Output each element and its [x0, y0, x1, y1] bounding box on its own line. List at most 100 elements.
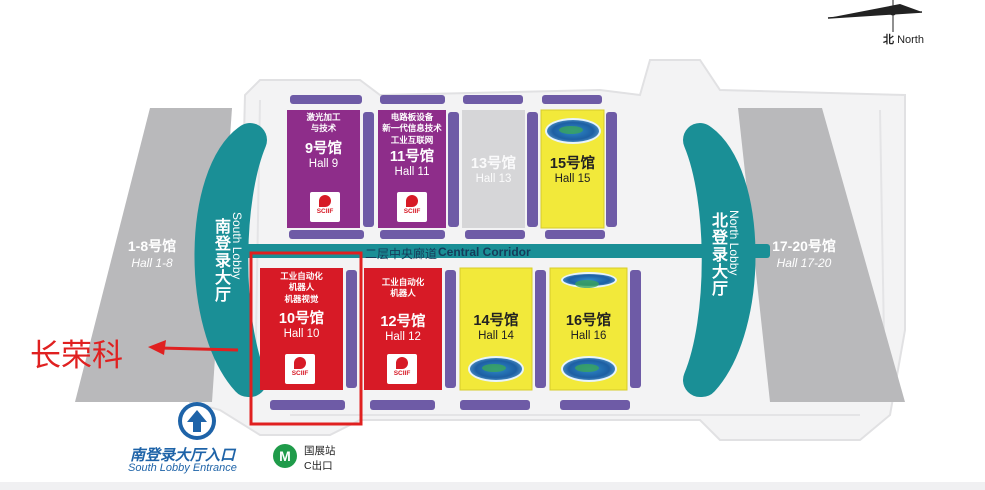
pillar: [606, 112, 617, 227]
hall-12-desc-2: 机器人: [390, 288, 416, 299]
metro-station-name: 国展站: [304, 445, 336, 457]
north-label: 北 North: [883, 31, 924, 47]
hall-17-20-cn: 17-20号馆: [772, 238, 836, 254]
pillar: [445, 270, 456, 388]
pillar: [545, 230, 605, 239]
hall-1-8-label: 1-8号馆 Hall 1-8: [112, 236, 192, 270]
south-lobby-shape: [194, 123, 267, 397]
hall-9-desc-2: 与技术: [310, 123, 337, 134]
globe-logo-icon: [545, 118, 601, 144]
hall-10-en: Hall 10: [283, 328, 320, 341]
hall-10-highlight-box: [249, 251, 363, 426]
pillar: [380, 230, 445, 239]
hall-17-20-block: [738, 108, 905, 402]
pillar: [630, 270, 641, 388]
north-lobby-en: North Lobby: [727, 210, 741, 276]
pillar: [463, 95, 523, 104]
hall-16-label[interactable]: 16号馆 Hall 16: [550, 313, 627, 343]
hall-10-desc-1: 工业自动化: [280, 271, 323, 281]
central-corridor: [230, 244, 770, 258]
pillar: [527, 112, 538, 227]
hall-10-desc-2: 机器人: [288, 282, 315, 293]
hall-12-desc-1: 工业自动化: [381, 277, 425, 287]
scif-mark-icon: [294, 357, 306, 369]
marker-label: 长荣科: [30, 338, 123, 373]
hall-13-label[interactable]: 13号馆 Hall 13: [462, 156, 525, 186]
hall-17-20-label: 17-20号馆 Hall 17-20: [758, 236, 850, 270]
globe-logo-icon: [561, 272, 617, 288]
hall-15-en: Hall 15: [554, 172, 591, 185]
hall-16-en: Hall 16: [570, 329, 607, 342]
hall-13-cn: 13号馆: [470, 156, 517, 172]
hall-11-label[interactable]: 电路板设备 新一代信息技术 工业互联网 11号馆 Hall 11: [378, 112, 446, 179]
scif-badge-text: SCIIF: [316, 208, 334, 215]
scif-badge-text: SCIIF: [393, 370, 411, 377]
hall-9-label[interactable]: 激光加工 与技术 9号馆 Hall 9: [287, 112, 360, 171]
hall-1-8-cn: 1-8号馆: [127, 238, 177, 254]
hall-14-en: Hall 14: [478, 329, 514, 342]
pillar: [346, 270, 357, 388]
scif-logo-icon: SCIIF: [310, 192, 340, 222]
hall-9-en: Hall 9: [308, 157, 339, 170]
hall-13-en: Hall 13: [475, 172, 512, 185]
hall-10-cn: 10号馆: [278, 311, 325, 328]
pillar: [380, 95, 445, 104]
south-lobby-en: South Lobby: [230, 212, 244, 280]
hall-1-8-en: Hall 1-8: [131, 256, 173, 270]
pillar: [448, 112, 459, 227]
pillar: [370, 400, 435, 410]
hall-10-desc-3: 机器视觉: [284, 293, 319, 304]
hall-14-cn: 14号馆: [473, 313, 519, 329]
globe-logo-icon: [468, 356, 524, 382]
north-label-cn: 北: [883, 34, 894, 46]
corridor-label-cn: 二层中央廊道: [365, 247, 438, 261]
north-lobby-shape: [683, 123, 756, 397]
north-lobby-cn: 北登录大厅: [709, 212, 726, 297]
metro-icon: M: [273, 444, 297, 468]
entrance-label-en: South Lobby Entrance: [128, 462, 237, 474]
north-label-en: North: [897, 34, 924, 46]
north-arrow-icon: [827, 0, 923, 32]
pillar: [290, 95, 362, 104]
hall-15-label[interactable]: 15号馆 Hall 15: [541, 156, 604, 186]
south-lobby-cn: 南登录大厅: [212, 218, 229, 303]
globe-logo-icon: [561, 356, 617, 382]
footer-divider: [0, 482, 985, 490]
scif-logo-icon: SCIIF: [397, 192, 427, 222]
pillar: [560, 400, 630, 410]
pillar: [289, 230, 364, 239]
pillar: [535, 270, 546, 388]
scif-mark-icon: [396, 357, 408, 369]
scif-badge-text: SCIIF: [403, 208, 421, 215]
hall-11-cn: 11号馆: [389, 149, 435, 166]
pillar: [460, 400, 530, 410]
corridor-label-en: Central Corridor: [438, 245, 531, 259]
marker-arrow-icon: [148, 340, 239, 355]
hall-11-desc-1: 电路板设备: [390, 112, 434, 122]
hall-11-en: Hall 11: [394, 166, 430, 179]
hall-12-cn: 12号馆: [380, 313, 426, 330]
hall-12-en: Hall 12: [385, 330, 421, 343]
scif-mark-icon: [406, 195, 418, 207]
hall-10-label[interactable]: 工业自动化 机器人 机器视觉 10号馆 Hall 10: [260, 271, 343, 341]
hall-11-desc-2: 新一代信息技术: [382, 123, 442, 134]
metro-exit-label: C出口: [304, 460, 333, 472]
hall-13-block: [462, 110, 525, 228]
entrance-arrow-icon: [178, 402, 216, 440]
hall-16-cn: 16号馆: [565, 313, 612, 329]
hall-15-cn: 15号馆: [549, 156, 596, 172]
hall-12-label[interactable]: 工业自动化 机器人 12号馆 Hall 12: [364, 277, 442, 344]
hall-11-desc-3: 工业互联网: [390, 134, 434, 145]
scif-logo-icon: SCIIF: [285, 354, 315, 384]
hall-14-label[interactable]: 14号馆 Hall 14: [460, 313, 532, 343]
hall-17-20-en: Hall 17-20: [776, 256, 832, 270]
hall-9-desc-1: 激光加工: [306, 112, 341, 122]
scif-badge-text: SCIIF: [291, 370, 309, 377]
hall-1-8-block: [75, 108, 232, 402]
pillar: [465, 230, 525, 239]
scif-mark-icon: [319, 195, 331, 207]
hall-9-cn: 9号馆: [304, 140, 343, 157]
scif-logo-icon: SCIIF: [387, 354, 417, 384]
entrance-label-cn: 南登录大厅入口: [130, 447, 236, 464]
